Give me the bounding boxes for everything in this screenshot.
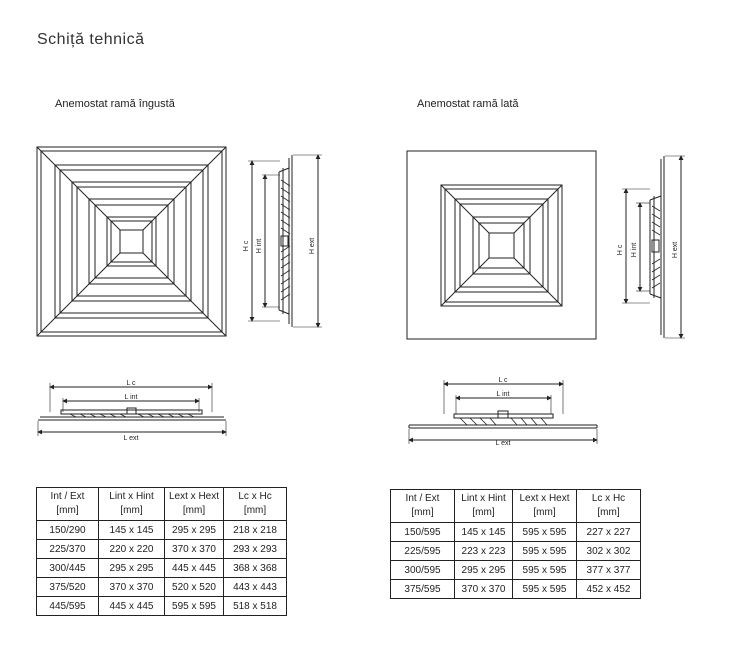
- table-cell: 370 x 370: [98, 577, 165, 597]
- table-cell: 300/445: [36, 558, 99, 578]
- wide-frame-bottom-section: [408, 380, 598, 444]
- table-cell: 595 x 595: [512, 541, 577, 561]
- label-hext: H ext: [672, 242, 679, 258]
- section-title-wide-frame: Anemostat ramă lată: [417, 98, 519, 110]
- label-hint: H int: [631, 243, 638, 257]
- table-cell: 295 x 295: [98, 558, 165, 578]
- table-cell: 452 x 452: [576, 579, 641, 599]
- section-title-narrow-frame: Anemostat ramă îngustă: [55, 98, 175, 110]
- narrow-frame-bottom-section: [37, 383, 227, 436]
- narrow-frame-front-view: [36, 146, 227, 337]
- table-cell: 368 x 368: [223, 558, 288, 578]
- label-lc: L c: [498, 377, 508, 384]
- label-lext: L ext: [124, 435, 139, 442]
- table-cell: 595 x 595: [512, 579, 577, 599]
- table-cell: 225/370: [36, 539, 99, 559]
- dimensions-table-wide-frame: Int / Ext[mm] Lint x Hint[mm] Lext x Hex…: [390, 489, 641, 599]
- table-header-row: Int / Ext[mm] Lint x Hint[mm] Lext x Hex…: [36, 487, 288, 521]
- table-cell: 295 x 295: [454, 560, 513, 580]
- table-cell: 293 x 293: [223, 539, 288, 559]
- table-cell: 377 x 377: [576, 560, 641, 580]
- table-header-cell: Lc x Hc[mm]: [576, 489, 641, 523]
- label-hint: H int: [256, 239, 263, 253]
- table-cell: 445/595: [36, 596, 99, 616]
- label-hc: H c: [617, 244, 624, 255]
- table-cell: 595 x 595: [512, 560, 577, 580]
- table-cell: 595 x 595: [512, 522, 577, 542]
- table-header-row: Int / Ext[mm] Lint x Hint[mm] Lext x Hex…: [390, 489, 641, 523]
- table-header-cell: Lint x Hint[mm]: [98, 487, 165, 521]
- table-header-cell: Int / Ext[mm]: [390, 489, 455, 523]
- label-lint: L int: [125, 394, 138, 401]
- center-core: [119, 229, 144, 254]
- label-hext: H ext: [309, 238, 316, 254]
- table-cell: 150/595: [390, 522, 455, 542]
- table-cell: 302 x 302: [576, 541, 641, 561]
- table-cell: 375/520: [36, 577, 99, 597]
- table-cell: 295 x 295: [163, 520, 225, 540]
- page-title: Schiță tehnică: [37, 31, 145, 48]
- table-cell: 595 x 595: [163, 596, 225, 616]
- table-header-cell: Lext x Hext[mm]: [163, 487, 225, 521]
- outer-frame: [36, 146, 227, 337]
- label-hc: H c: [243, 240, 250, 251]
- table-cell: 223 x 223: [454, 541, 513, 561]
- table-header-cell: Lint x Hint[mm]: [454, 489, 513, 523]
- dimensions-table-narrow-frame: Int / Ext[mm] Lint x Hint[mm] Lext x Hex…: [36, 487, 288, 616]
- table-cell: 227 x 227: [576, 522, 641, 542]
- table-cell: 520 x 520: [163, 577, 225, 597]
- table-cell: 370 x 370: [454, 579, 513, 599]
- table-header-cell: Int / Ext[mm]: [36, 487, 99, 521]
- center-core: [488, 232, 515, 259]
- table-cell: 225/595: [390, 541, 455, 561]
- table-cell: 218 x 218: [223, 520, 288, 540]
- table-cell: 518 x 518: [223, 596, 288, 616]
- wide-frame-front-view: [406, 150, 597, 340]
- table-header-cell: Lc x Hc[mm]: [223, 487, 288, 521]
- table-cell: 220 x 220: [98, 539, 165, 559]
- table-header-cell: Lext x Hext[mm]: [512, 489, 577, 523]
- table-cell: 145 x 145: [98, 520, 165, 540]
- table-cell: 445 x 445: [163, 558, 225, 578]
- table-cell: 445 x 445: [98, 596, 165, 616]
- table-cell: 150/290: [36, 520, 99, 540]
- narrow-frame-side-section: [248, 154, 322, 328]
- table-cell: 370 x 370: [163, 539, 225, 559]
- wide-frame-side-section: [622, 155, 685, 339]
- label-lc: L c: [126, 380, 136, 387]
- label-lext: L ext: [496, 440, 511, 447]
- outer-plate: [406, 150, 597, 340]
- table-cell: 300/595: [390, 560, 455, 580]
- label-lint: L int: [497, 391, 510, 398]
- table-cell: 145 x 145: [454, 522, 513, 542]
- table-cell: 443 x 443: [223, 577, 288, 597]
- table-cell: 375/595: [390, 579, 455, 599]
